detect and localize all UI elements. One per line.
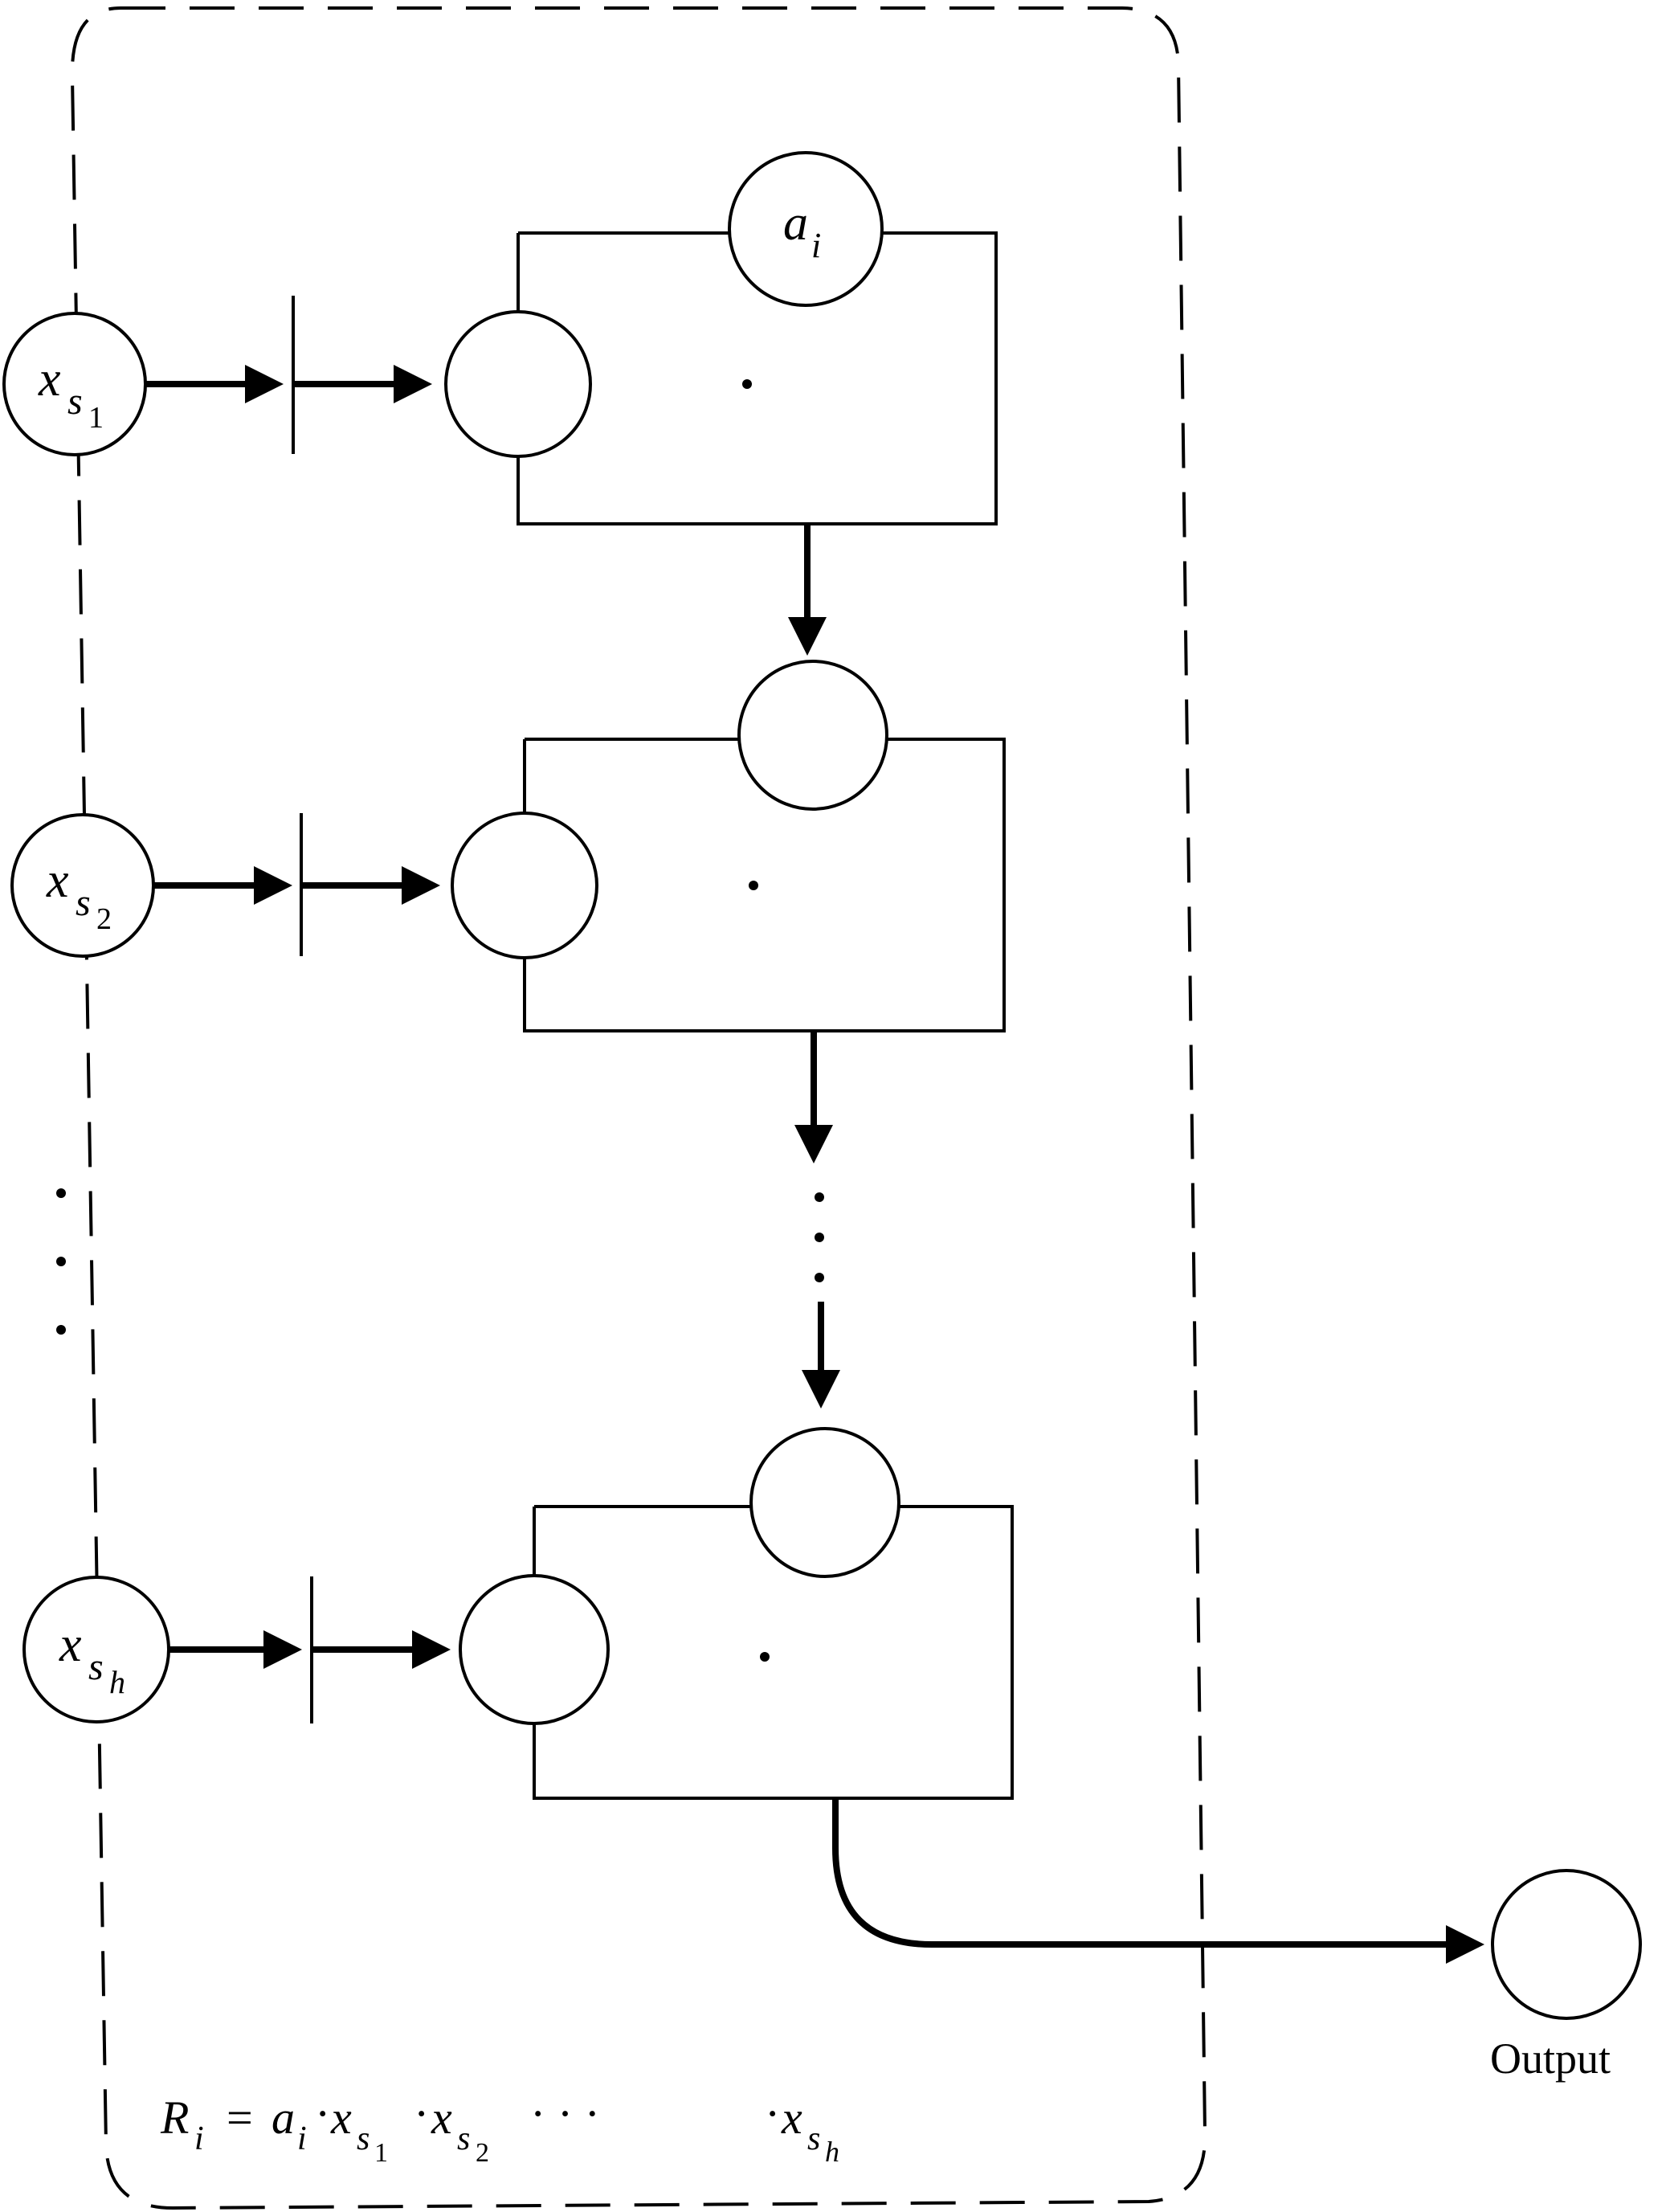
- input-2-label-index: 2: [96, 902, 112, 936]
- formula-s1: s: [357, 2120, 370, 2157]
- rule-formula: R i = a i · x s 1 · x s 2 · · · · x s h: [160, 2087, 839, 2168]
- output-label: Output: [1490, 2034, 1611, 2083]
- product-dot: [760, 1652, 770, 1662]
- product-block-2: [451, 660, 1006, 1032]
- constant-node: [728, 151, 884, 307]
- ellipsis-dot: [56, 1325, 66, 1335]
- input-h-label-sub: s: [88, 1646, 104, 1688]
- formula-lhs-sub: i: [194, 2120, 204, 2157]
- formula-sh: s: [807, 2120, 820, 2157]
- formula-lhs: R: [160, 2091, 189, 2144]
- formula-equals: =: [227, 2091, 253, 2144]
- formula-x1: x: [330, 2091, 352, 2144]
- input-1-label-sub: s: [67, 380, 83, 423]
- formula-x2: x: [431, 2091, 452, 2144]
- formula-ellipsis: · · ·: [530, 2087, 600, 2140]
- ellipsis-dot: [56, 1257, 66, 1266]
- input-node-2: x s 2: [10, 813, 155, 958]
- formula-mult-2: ·: [414, 2087, 429, 2140]
- constant-label-sub: i: [811, 226, 821, 265]
- formula-mult-h: ·: [765, 2087, 780, 2140]
- chain-ellipsis-dot: [815, 1233, 824, 1242]
- input-2-label-sub: s: [76, 881, 91, 924]
- formula-idxh: h: [825, 2136, 839, 2168]
- rule-boundary: [70, 6, 1207, 2210]
- output-node: [1491, 1869, 1642, 2020]
- block-h-input-node: [459, 1574, 610, 1725]
- chain-ellipsis-dot: [815, 1192, 824, 1202]
- formula-idx2: 2: [476, 2138, 489, 2168]
- block-h-chain-node: [749, 1427, 900, 1578]
- formula-a: a: [272, 2091, 295, 2144]
- input-h-label-index: h: [109, 1664, 125, 1700]
- formula-idx1: 1: [374, 2138, 388, 2168]
- formula-mult-1: ·: [315, 2087, 330, 2140]
- input-1-label-index: 1: [88, 401, 104, 435]
- product-dot: [749, 881, 758, 890]
- product-dot: [742, 379, 752, 389]
- block-2-input-node: [451, 812, 598, 959]
- ellipsis-dot: [56, 1188, 66, 1198]
- input-h-label-base: x: [59, 1617, 82, 1672]
- block-1-input-node: [444, 310, 592, 458]
- input-2-label-base: x: [46, 853, 69, 908]
- formula-s2: s: [457, 2120, 470, 2157]
- block-2-chain-node: [737, 660, 888, 811]
- formula-xh: x: [781, 2091, 802, 2144]
- product-block-1: a i: [444, 151, 998, 525]
- chain-ellipsis-dot: [815, 1273, 824, 1282]
- formula-a-sub: i: [297, 2120, 307, 2157]
- output-arrow: [832, 1798, 1484, 1964]
- input-node-1: x s 1: [2, 312, 147, 456]
- product-block-h: [459, 1427, 1014, 1800]
- input-1-label-base: x: [38, 352, 61, 407]
- input-node-h: x s h: [22, 1576, 170, 1723]
- constant-label: a: [783, 196, 808, 251]
